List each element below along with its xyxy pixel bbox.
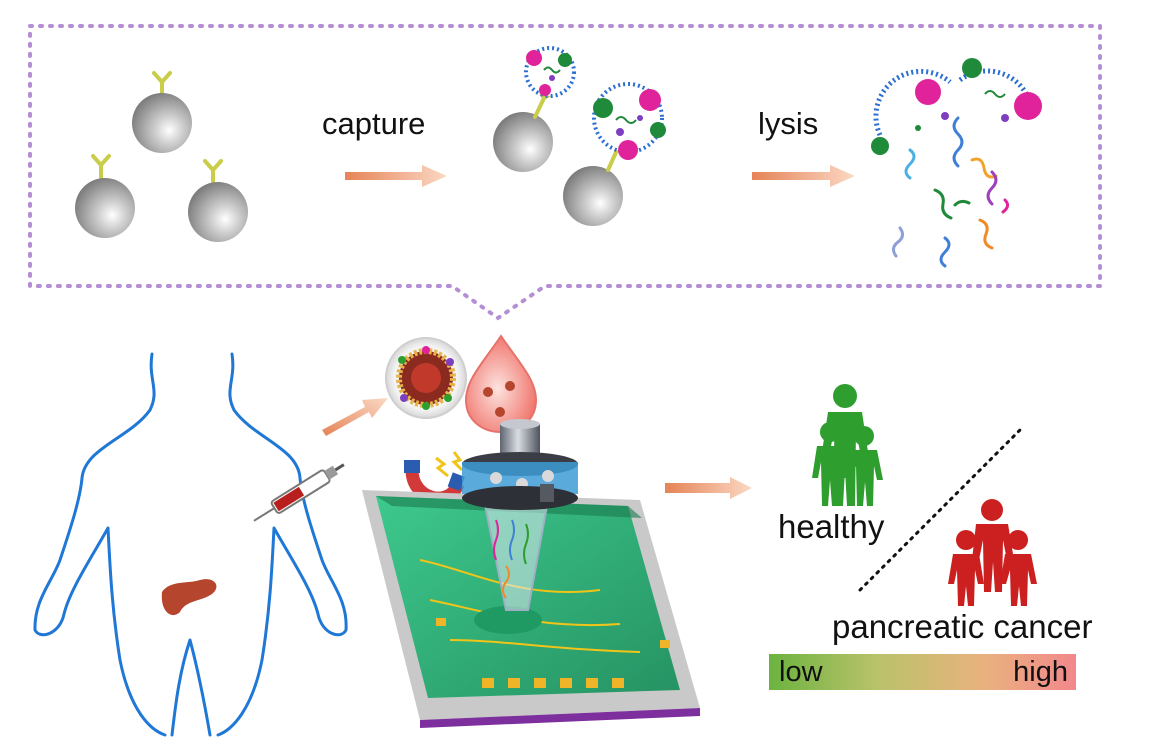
magnetic-bead-icon [493,112,553,172]
lysis-label: lysis [758,106,819,141]
scale-low-label: low [779,656,823,688]
magnetic-bead-icon [132,93,192,153]
capture-arrow [345,165,447,187]
sample-arrow [322,398,388,436]
healthy-group-icon [812,384,883,506]
result-arrow [665,477,752,499]
callout-panel-border [28,24,1102,321]
rna-strand-icon [891,116,1010,268]
human-body-outline [33,352,348,737]
exosome-zoom-bubble [385,337,467,419]
lysis-arrow [752,165,855,187]
bead-with-antibody-1 [132,71,192,153]
group-divider [858,428,1022,592]
pancreatic-cancer-label: pancreatic cancer [832,608,1093,645]
syringe-icon [253,463,345,522]
antibody-icon [203,159,223,186]
blood-drop-icon [464,334,538,434]
captured-exosome-2 [563,82,666,226]
risk-scale-bar: low high [769,654,1076,690]
microfluidic-chip-icon [362,419,700,728]
lysed-exosome-1 [871,68,952,155]
magnetic-bead-icon [563,166,623,226]
magnetic-bead-icon [188,182,248,242]
bead-with-antibody-2 [75,154,135,238]
bead-with-antibody-3 [188,159,248,242]
magnet-icon [404,451,465,505]
scale-high-label: high [1013,656,1068,688]
capture-label: capture [322,106,426,141]
cancer-group-icon [948,499,1037,606]
magnetic-bead-icon [75,178,135,238]
pancreas-icon [161,579,217,616]
antibody-icon [152,71,172,97]
healthy-label: healthy [778,508,885,545]
captured-exosome-1 [493,46,576,172]
lysed-exosome-2 [958,58,1042,122]
antibody-icon [91,154,111,182]
